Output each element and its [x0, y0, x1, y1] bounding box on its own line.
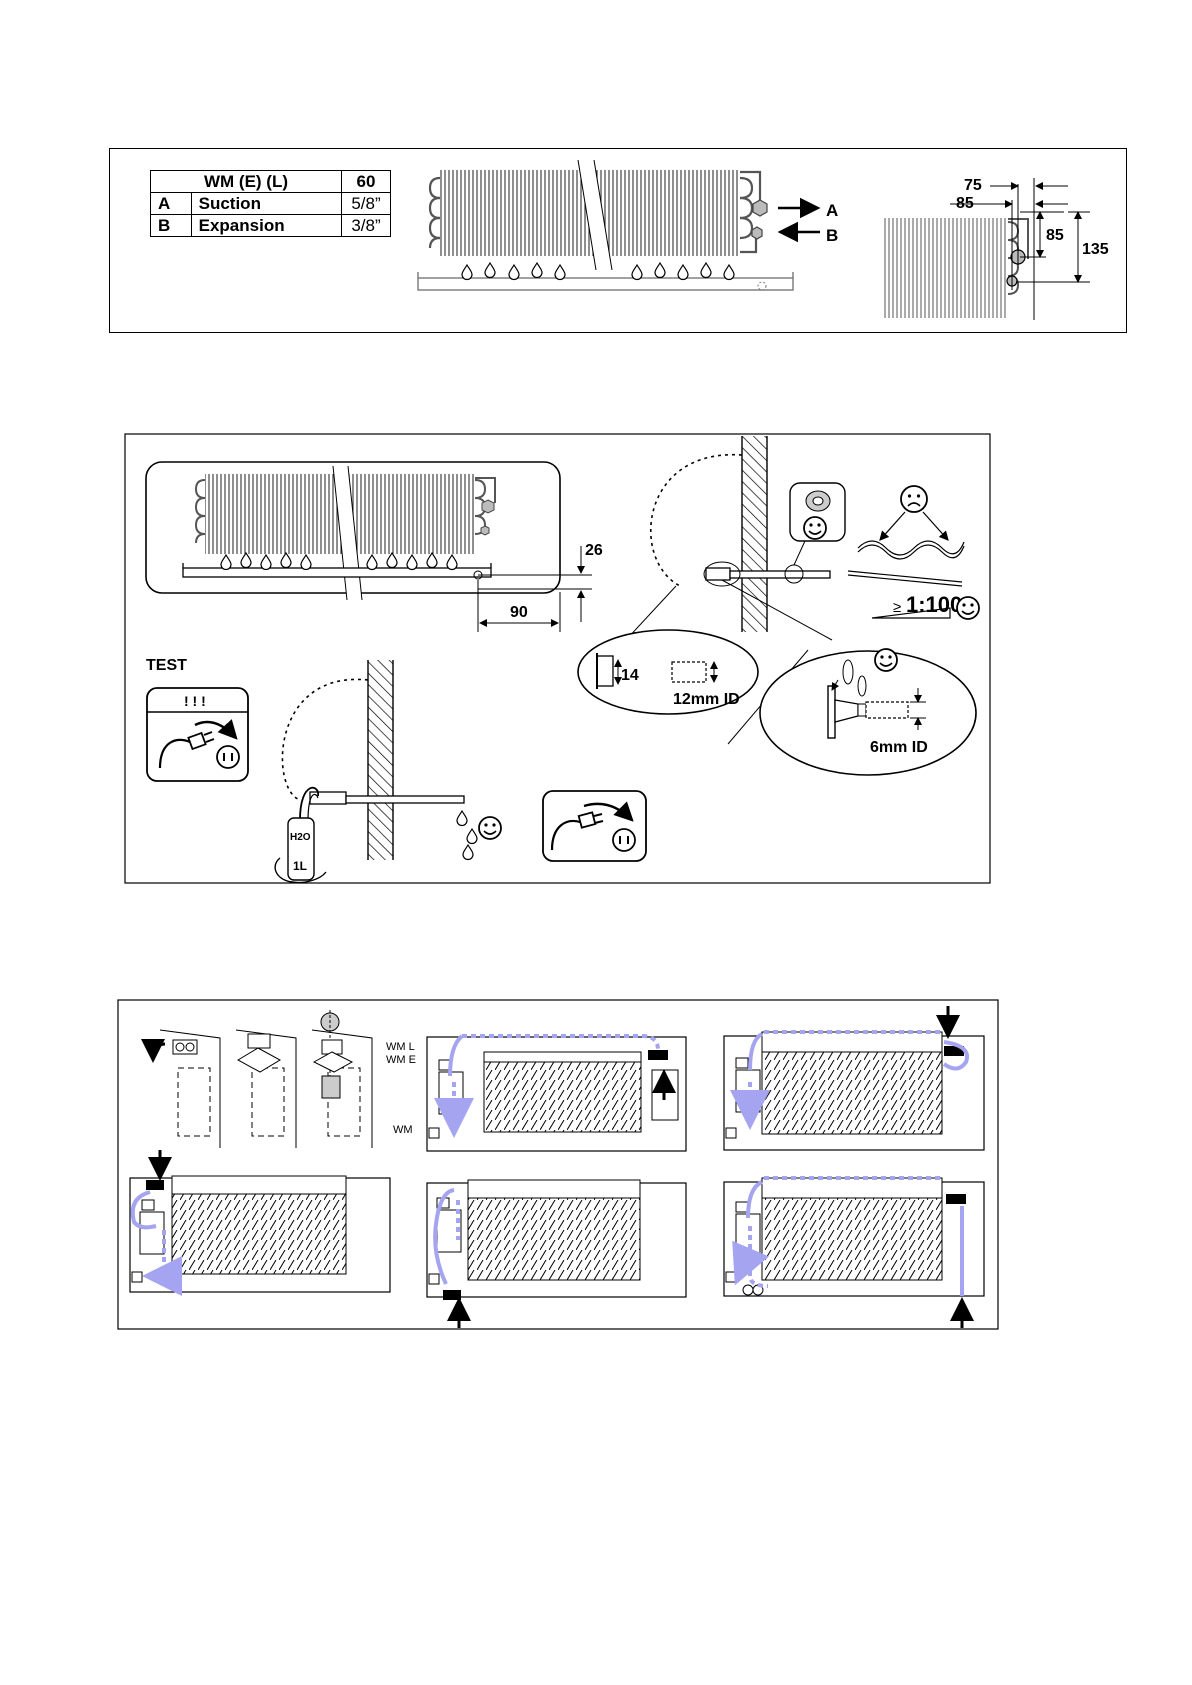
wm-label: WM — [393, 1124, 413, 1136]
dim-75: 75 — [964, 177, 982, 194]
approved-insulation-smiley — [804, 517, 826, 539]
slope-ratio: 1:100 — [906, 592, 962, 617]
expansion-connector-icon — [752, 227, 762, 239]
coil-side-dimensions: 75 85 85 135 — [883, 177, 1109, 320]
test-label: TEST — [146, 657, 187, 674]
slope-requirement: ≥ 1:100 — [848, 486, 979, 619]
suction-connector-icon — [753, 200, 767, 216]
cable-entry-steps — [153, 1010, 372, 1148]
test-ok-smiley — [479, 817, 501, 839]
liters-label: 1L — [293, 859, 307, 873]
wme-label: WM E — [386, 1054, 416, 1066]
connection-a-label: A — [826, 201, 838, 220]
hose-12mm-label: 12mm ID — [673, 691, 740, 708]
water-label: H2O — [290, 832, 311, 843]
dim-14: 14 — [621, 667, 639, 684]
slope-prefix: ≥ — [893, 599, 901, 616]
dim-135: 135 — [1082, 241, 1109, 258]
unit-routing-5 — [724, 1178, 984, 1328]
coil-front-view: A B — [418, 160, 838, 290]
wml-label: WM L — [386, 1041, 415, 1053]
dim-90: 90 — [510, 604, 528, 621]
unit-routing-2 — [724, 1006, 984, 1150]
drain-coil-box — [146, 462, 560, 600]
hose-6mm-label: 6mm ID — [870, 739, 928, 756]
unit-routing-3 — [130, 1150, 390, 1292]
dim-85-vertical: 85 — [1046, 227, 1064, 244]
sad-face-icon — [901, 486, 927, 512]
test-section: TEST ! ! ! — [146, 657, 646, 883]
warning-marks: ! ! ! — [184, 693, 206, 709]
unit-routing-1: WM L WM E WM — [386, 1036, 686, 1151]
cover-removal-arrow — [153, 1044, 165, 1060]
dim-26: 26 — [585, 542, 603, 559]
hose-detail-6mm: 6mm ID — [728, 649, 976, 775]
wall-section-top — [651, 436, 845, 632]
connection-b-label: B — [826, 226, 838, 245]
slope-ok-smiley — [957, 597, 979, 619]
hose-ok-smiley — [875, 649, 897, 671]
dim-85-horizontal: 85 — [956, 195, 974, 212]
unit-routing-4 — [427, 1180, 686, 1328]
